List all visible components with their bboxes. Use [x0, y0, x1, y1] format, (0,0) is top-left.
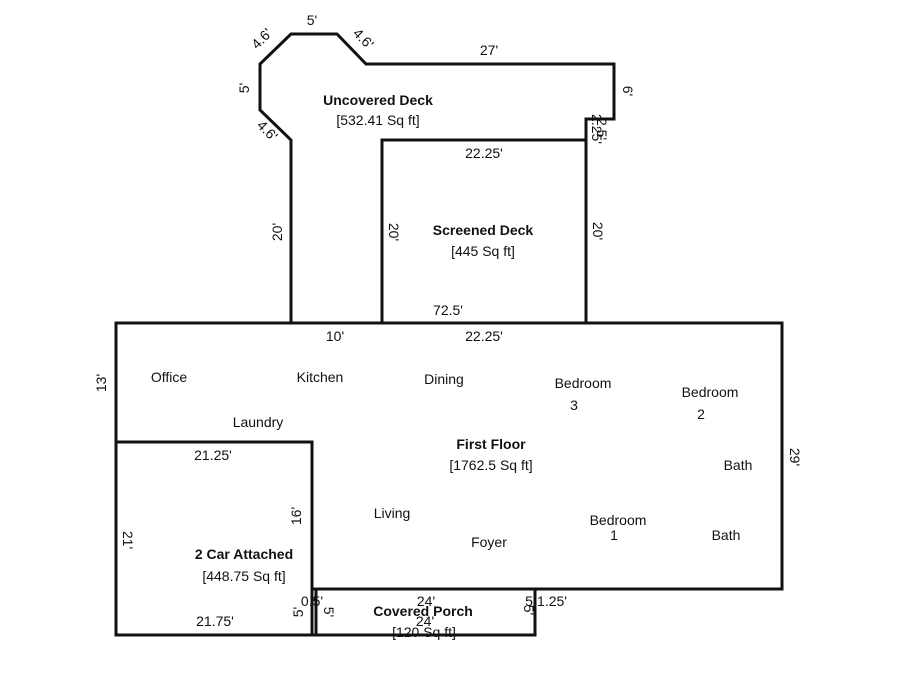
dim-porch-bottom: 24' — [416, 613, 434, 629]
room-bath-lower-label: Bath — [712, 527, 741, 543]
dim-floor-top-short: 10' — [326, 328, 344, 344]
dim-garage-right: 16' — [288, 507, 304, 525]
dim-deck-top: 5' — [307, 12, 317, 28]
garage-size: [448.75 Sq ft] — [202, 568, 285, 584]
room-bedroom2-label: Bedroom — [682, 384, 739, 400]
dim-deck-left-short: 5' — [236, 83, 252, 93]
garage-title: 2 Car Attached — [195, 546, 293, 562]
dim-floor-left: 13' — [93, 374, 109, 392]
dim-screen-right: 20' — [590, 222, 606, 240]
room-office-label: Office — [151, 369, 188, 385]
dim-deck-step-a: 2.25' — [589, 114, 605, 144]
room-living-label: Living — [374, 505, 411, 521]
dim-screen-left: 20' — [386, 223, 402, 241]
dim-screen-bottom: 72.5' — [433, 302, 463, 318]
dim-porch-offset: 0.5' — [301, 593, 323, 609]
garage-outline — [114, 440, 314, 637]
uncovered-deck-outline — [258, 32, 616, 325]
screened-deck-title: Screened Deck — [433, 222, 534, 238]
dim-porch-right: 5' — [521, 605, 537, 615]
dim-deck-diag-top-right: 4.6' — [350, 25, 377, 52]
dim-screen-top: 22.25' — [465, 145, 503, 161]
dim-deck-diag-bottom-left: 4.6' — [254, 117, 281, 144]
dim-porch-extension: 1.25' — [537, 593, 567, 609]
room-bath-upper-label: Bath — [724, 457, 753, 473]
dim-deck-step-b: 2.5' — [594, 118, 610, 140]
dim-porch-left-b: 5' — [321, 607, 337, 617]
room-bedroom3-label: Bedroom — [555, 375, 612, 391]
first-floor-size: [1762.5 Sq ft] — [449, 457, 532, 473]
room-bedroom1-number: 1 — [610, 527, 618, 543]
dim-garage-bottom: 21.75' — [196, 613, 234, 629]
dim-deck-diag-top-left: 4.6' — [248, 25, 275, 52]
room-bedroom2-number: 2 — [697, 406, 705, 422]
uncovered-deck-title: Uncovered Deck — [323, 92, 433, 108]
first-floor-title: First Floor — [456, 436, 526, 452]
dim-garage-left: 21' — [120, 531, 136, 549]
dim-garage-top: 21.25' — [194, 447, 232, 463]
dim-porch-side-number: 5 — [525, 593, 533, 609]
dim-floor-top-long: 22.25' — [465, 328, 503, 344]
covered-porch-title: Covered Porch — [373, 603, 473, 619]
dim-porch-top: 24' — [417, 593, 435, 609]
uncovered-deck-size: [532.41 Sq ft] — [336, 112, 419, 128]
dim-deck-right-short: 6' — [620, 86, 636, 96]
room-bedroom1-label: Bedroom — [590, 512, 647, 528]
room-laundry-label: Laundry — [233, 414, 284, 430]
covered-porch-size: [120 Sq ft] — [392, 624, 456, 640]
room-kitchen-label: Kitchen — [297, 369, 344, 385]
room-bedroom3-number: 3 — [570, 397, 578, 413]
dim-deck-top-long: 27' — [480, 42, 498, 58]
covered-porch-outline — [314, 587, 537, 637]
dim-deck-left-long: 20' — [269, 223, 285, 241]
room-dining-label: Dining — [424, 371, 464, 387]
screened-deck-size: [445 Sq ft] — [451, 243, 515, 259]
dim-floor-right: 29' — [787, 448, 803, 466]
room-foyer-label: Foyer — [471, 534, 507, 550]
dim-porch-left-a: 5' — [290, 607, 306, 617]
